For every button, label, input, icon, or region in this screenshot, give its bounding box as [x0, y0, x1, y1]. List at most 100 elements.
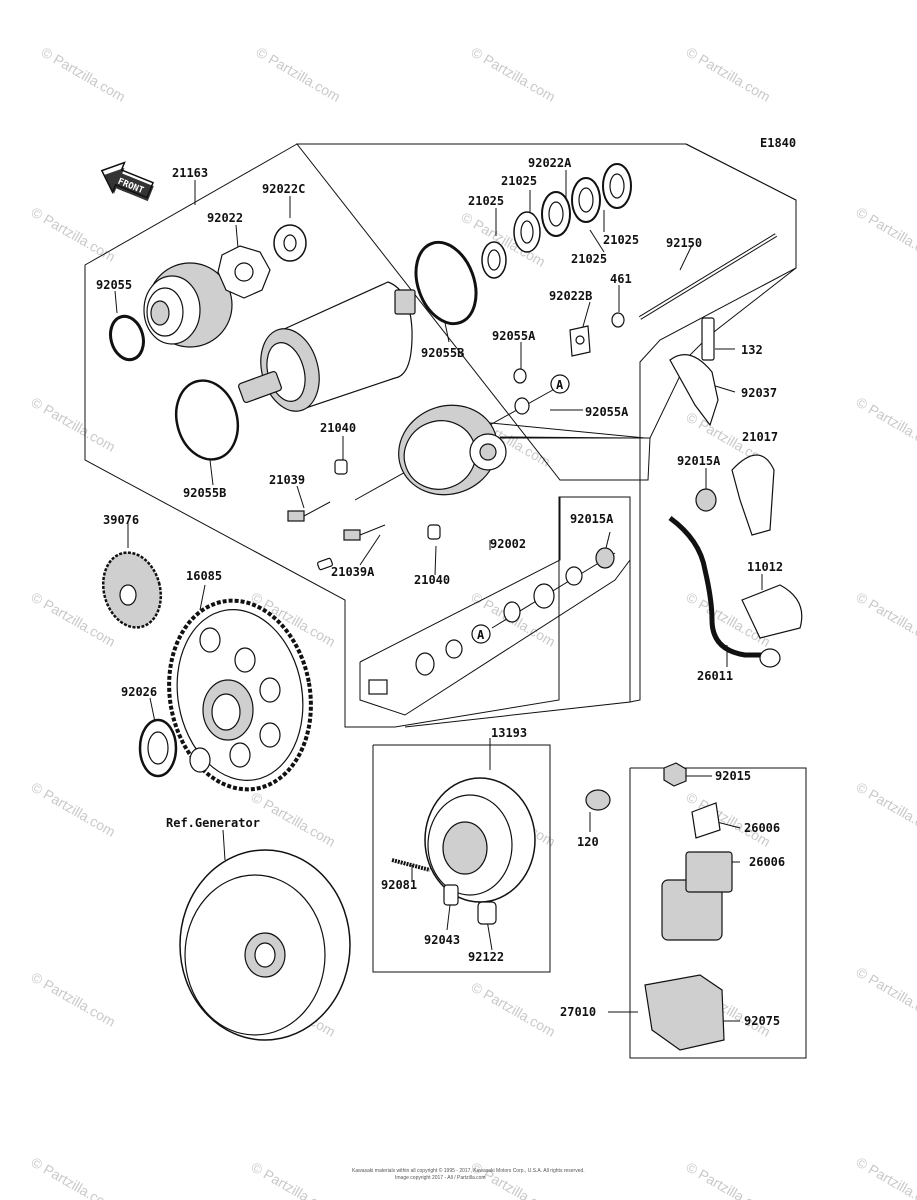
relay-box-outline	[629, 767, 807, 1059]
pin-92043	[443, 884, 459, 906]
part-label: 92015	[715, 769, 751, 783]
bracket-92037	[669, 354, 719, 427]
fuse-26006	[691, 802, 721, 839]
nut-92015A	[695, 488, 717, 512]
brush-spring-21040-b	[427, 524, 441, 540]
watermark: © Partzilla.com	[249, 789, 339, 850]
ref-generator-label: Ref.Generator	[166, 816, 260, 830]
watermark: © Partzilla.com	[684, 1159, 774, 1200]
cap-11012	[741, 584, 803, 639]
watermark: © Partzilla.com	[29, 779, 119, 840]
watermark: © Partzilla.com	[854, 589, 917, 650]
part-labels: 21163 92022C 92022 92055 92055B 92055B 9…	[96, 156, 785, 1028]
terminal-hardware	[368, 547, 615, 695]
diagram-code: E1840	[760, 136, 796, 150]
part-label: 27010	[560, 1005, 596, 1019]
relay-cover-92075	[644, 974, 725, 1051]
part-label: 21025	[501, 174, 537, 188]
part-label: 92015A	[570, 512, 614, 526]
boundary-right	[629, 143, 797, 703]
watermark: © Partzilla.com	[854, 204, 917, 265]
part-label: 92015A	[677, 454, 721, 468]
part-label: 92055	[96, 278, 132, 292]
part-label: 11012	[747, 560, 783, 574]
copyright-line: Image copyright 2017 - All / Partzilla.c…	[395, 1175, 486, 1181]
watermark: © Partzilla.com	[254, 44, 344, 105]
bolt-132	[701, 317, 715, 361]
part-label: 92055B	[183, 486, 226, 500]
part-label: 13193	[491, 726, 527, 740]
part-label: 92022C	[262, 182, 305, 196]
washer-461	[611, 312, 625, 328]
part-label: 92022A	[528, 156, 572, 170]
o-ring-92055A-1	[513, 368, 527, 384]
o-ring-92055A-2	[514, 397, 530, 415]
watermark: © Partzilla.com	[249, 1159, 339, 1200]
watermark: © Partzilla.com	[854, 964, 917, 1025]
part-label: 39076	[103, 513, 139, 527]
cable-26011	[668, 515, 765, 658]
part-label: 21039	[269, 473, 305, 487]
spring-92081	[391, 858, 431, 872]
part-label: 92055B	[421, 346, 464, 360]
part-label: 21025	[468, 194, 504, 208]
brush-set-outline	[359, 496, 631, 716]
part-label: 21017	[742, 430, 778, 444]
callout-A: A	[556, 378, 564, 392]
part-label: 92002	[490, 537, 526, 551]
watermark: © Partzilla.com	[854, 394, 917, 455]
front-cover	[398, 404, 507, 496]
part-label: 21025	[571, 252, 607, 266]
o-ring-92055B-left	[174, 379, 240, 461]
brush-21039A	[343, 529, 361, 541]
part-label: 21025	[603, 233, 639, 247]
nut-92015	[663, 762, 687, 787]
part-label: 92022B	[549, 289, 592, 303]
part-label: 92026	[121, 685, 157, 699]
o-ring-92055	[109, 314, 145, 362]
roller-92122	[477, 901, 497, 925]
part-label: 21039A	[331, 565, 375, 579]
watermark: © Partzilla.com	[29, 394, 119, 455]
part-label: 92055A	[585, 405, 629, 419]
part-label: 92150	[666, 236, 702, 250]
watermark: © Partzilla.com	[29, 969, 119, 1030]
watermark: © Partzilla.com	[854, 779, 917, 840]
parts-drawings: A A	[101, 163, 803, 1051]
front-arrow-icon: FRONT	[100, 161, 155, 202]
brush-21039	[287, 510, 305, 522]
part-label: 92022	[207, 211, 243, 225]
part-label: 92037	[741, 386, 777, 400]
copyright-line: Kawasaki materials within all copyright …	[352, 1167, 585, 1174]
callout-A: A	[477, 628, 485, 642]
starter-clutch-13193	[424, 777, 536, 903]
watermark: © Partzilla.com	[29, 1154, 119, 1200]
part-label: 92055A	[492, 329, 536, 343]
part-label: 21040	[320, 421, 356, 435]
generator-rotor	[179, 849, 351, 1041]
part-label: 132	[741, 343, 763, 357]
watermark: © Partzilla.com	[29, 204, 119, 265]
starter-assembly-boundary	[84, 143, 631, 728]
motor-body	[238, 281, 416, 412]
part-label: 21163	[172, 166, 208, 180]
part-label: 26006	[749, 855, 785, 869]
starter-relay	[661, 851, 733, 941]
part-label: 461	[610, 272, 632, 286]
part-label: 92043	[424, 933, 460, 947]
watermark: © Partzilla.com	[854, 1154, 917, 1200]
part-label: 21040	[414, 573, 450, 587]
gear-16085	[167, 598, 313, 792]
clutch-box-outline	[372, 744, 551, 973]
brush-spring-21040-a	[334, 459, 348, 475]
part-label: 26011	[697, 669, 733, 683]
part-label: 92075	[744, 1014, 780, 1028]
part-label: 92122	[468, 950, 504, 964]
gear-39076	[101, 551, 163, 629]
watermark: © Partzilla.com	[39, 44, 129, 105]
watermark: © Partzilla.com	[469, 44, 559, 105]
screw	[317, 557, 333, 571]
part-label: 92081	[381, 878, 417, 892]
o-ring-92055B-top	[414, 240, 478, 326]
